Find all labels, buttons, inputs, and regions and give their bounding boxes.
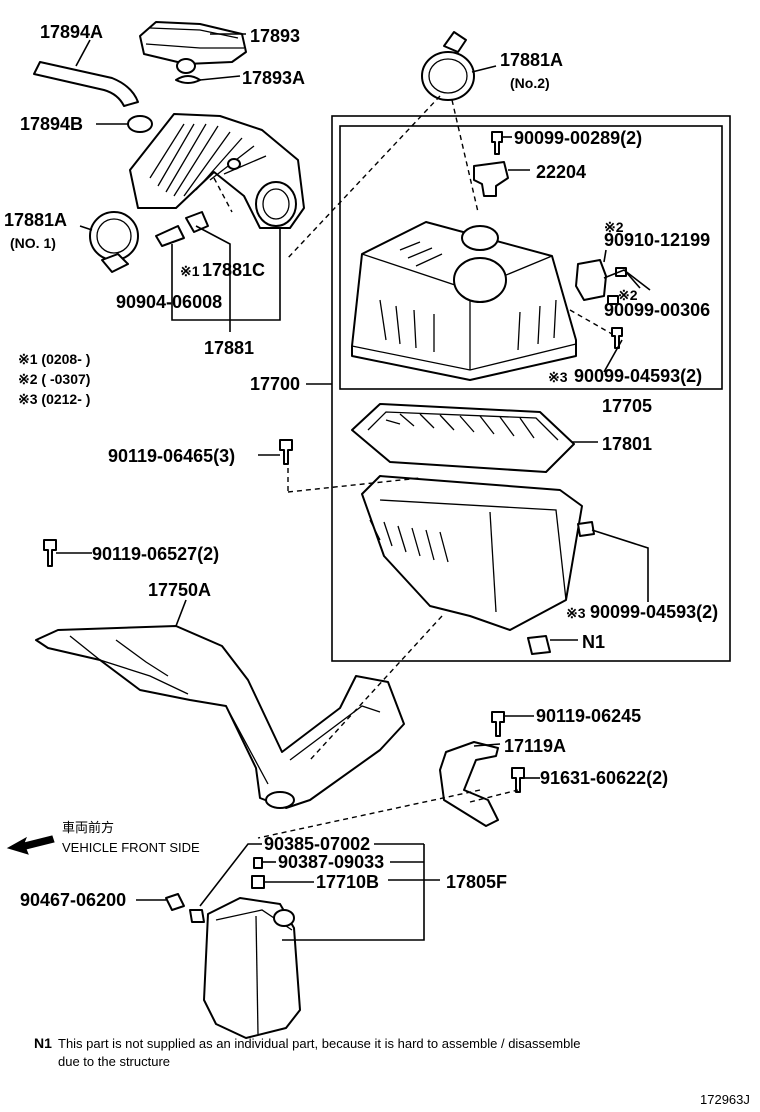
clamp-17881a-no2-drawing <box>421 31 475 101</box>
label-90099-04593a: 90099-04593(2) <box>574 366 702 386</box>
label-17881a-no2-note: (No.2) <box>510 75 550 91</box>
front-direction-en: VEHICLE FRONT SIDE <box>62 840 200 855</box>
clip-90467-drawing <box>165 893 185 911</box>
alignment-lines <box>213 95 613 839</box>
clip-17881c-drawing <box>185 211 209 233</box>
assembly-17700-frame <box>331 115 731 662</box>
filter-element-17801-drawing <box>351 403 575 473</box>
footnote-line1: This part is not supplied as an individu… <box>58 1036 580 1051</box>
clamp-17894b-drawing <box>127 115 153 133</box>
clip-17893a-drawing <box>175 75 201 84</box>
label-90099-04593a-mark: ※3 <box>548 369 568 385</box>
air-cleaner-case-drawing <box>361 475 583 631</box>
note-2: ※2 ( -0307) <box>18 371 90 387</box>
label-17705: 17705 <box>602 396 652 416</box>
footnote-line2: due to the structure <box>58 1054 170 1069</box>
label-17881c: 17881C <box>202 260 265 280</box>
note-3: ※3 (0212- ) <box>18 391 90 407</box>
vehicle-front-indicator: 車両前方 VEHICLE FRONT SIDE <box>6 820 200 855</box>
label-17710b: 17710B <box>316 872 379 892</box>
label-90385-07002: 90385-07002 <box>264 834 370 854</box>
label-90467-06200: 90467-06200 <box>20 890 126 910</box>
label-90910-12199: 90910-12199 <box>604 230 710 250</box>
label-90910-mark: ※2 <box>604 219 624 235</box>
nipple-90904-drawing <box>155 225 185 247</box>
bolt-90119-06245-icon <box>491 711 505 737</box>
label-17894a: 17894A <box>40 22 103 42</box>
label-17119a: 17119A <box>504 736 566 756</box>
bolt-90099-04593-lower-drawing <box>577 521 595 537</box>
label-22204: 22204 <box>536 162 586 182</box>
label-17750a: 17750A <box>148 580 211 600</box>
label-90099-04593b: 90099-04593(2) <box>590 602 718 622</box>
assembly-17705-frame <box>339 125 723 390</box>
label-90099-00289: 90099-00289(2) <box>514 128 642 148</box>
resonator-17805f-drawing <box>203 897 301 1039</box>
hose-17894a-drawing <box>33 61 139 107</box>
label-n1: N1 <box>582 632 605 652</box>
label-90099-00306-mark: ※2 <box>618 287 638 303</box>
bolt-90119-06527-icon <box>43 539 57 567</box>
label-90119-06245: 90119-06245 <box>536 706 641 726</box>
label-17893: 17893 <box>250 26 300 46</box>
label-90119-06465: 90119-06465(3) <box>108 446 235 466</box>
leader-lines <box>56 33 651 941</box>
figure-id: 172963J <box>700 1092 750 1107</box>
label-17801: 17801 <box>602 434 652 454</box>
label-17881a-no1: 17881A <box>4 210 67 230</box>
label-90387-09033: 90387-09033 <box>278 852 384 872</box>
label-17893a: 17893A <box>242 68 305 88</box>
bolt-90119-06465-icon <box>279 439 293 465</box>
bolt-90099-00306-lower-icon <box>607 295 619 305</box>
label-90099-04593b-mark: ※3 <box>566 605 586 621</box>
valve-90910-drawing <box>575 259 607 301</box>
label-17805f: 17805F <box>446 872 507 892</box>
sensor-22204-drawing <box>473 161 509 197</box>
label-91631-60622: 91631-60622(2) <box>540 768 668 788</box>
label-17700: 17700 <box>250 374 300 394</box>
bolt-17710b-icon <box>251 875 265 889</box>
part-n1-drawing <box>527 635 551 655</box>
front-arrow-icon <box>6 835 55 855</box>
label-17881c-mark: ※1 <box>180 263 200 279</box>
label-90099-00306: 90099-00306 <box>604 300 710 320</box>
bracket-17119a-drawing <box>439 741 499 827</box>
bolt-90099-04593-upper-icon <box>611 327 623 349</box>
front-direction-jp: 車両前方 <box>62 820 114 835</box>
bolt-91631-60622-icon <box>511 767 525 793</box>
resonator-cap-drawing <box>139 21 247 74</box>
bolt-90387-icon <box>253 857 263 869</box>
intake-hose-17881-drawing <box>129 113 305 229</box>
clip-90385-drawing <box>189 909 205 923</box>
label-90119-06527: 90119-06527(2) <box>92 544 219 564</box>
bolt-90099-00289-icon <box>491 131 503 155</box>
note-1: ※1 (0208- ) <box>18 351 90 367</box>
footnote-code: N1 <box>34 1035 52 1051</box>
label-90904-06008: 90904-06008 <box>116 292 222 312</box>
clamp-17881a-no1-drawing <box>89 211 139 273</box>
label-17881a-no1-note: (NO. 1) <box>10 235 56 251</box>
label-17881: 17881 <box>204 338 254 358</box>
label-17894b: 17894B <box>20 114 83 134</box>
label-17881a-no2: 17881A <box>500 50 563 70</box>
inlet-duct-17750a-drawing <box>35 625 405 809</box>
air-cleaner-cap-17705-drawing <box>351 221 577 381</box>
